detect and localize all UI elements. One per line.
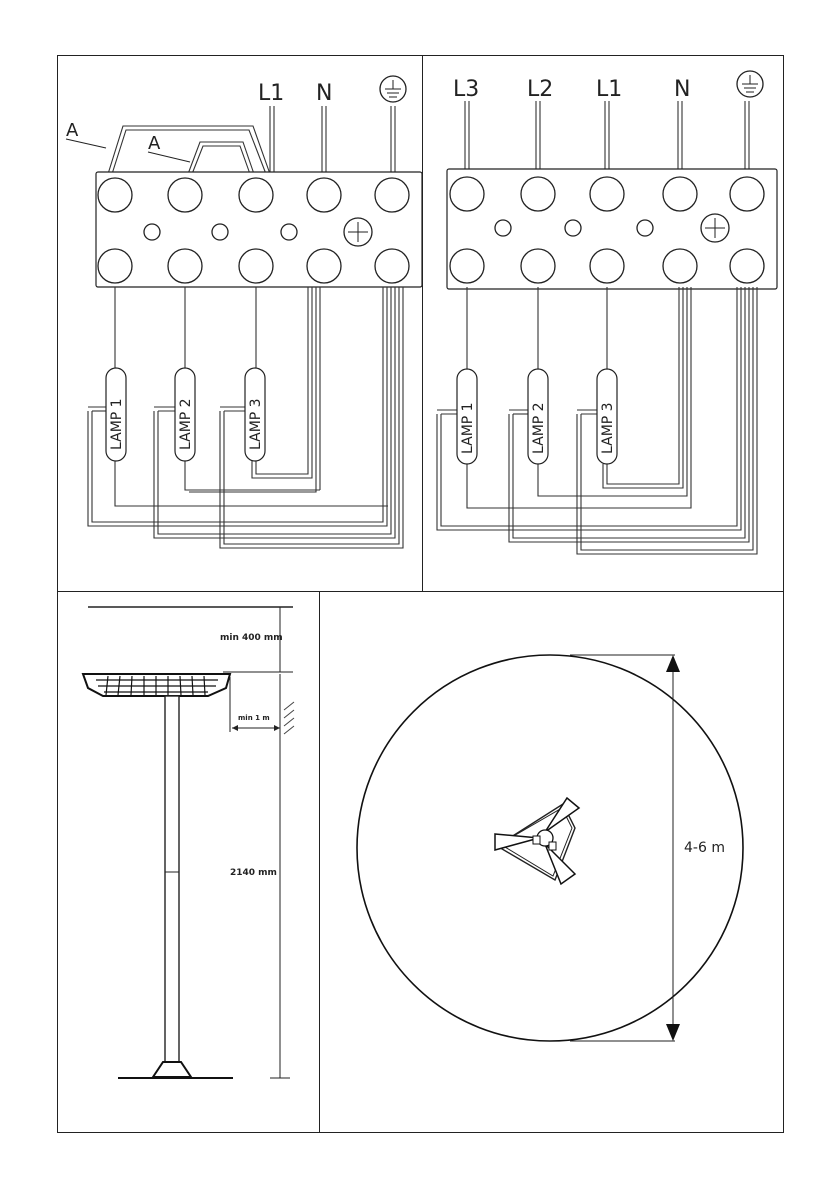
dimension-wall: min 1 m [229, 677, 295, 735]
svg-text:LAMP 1: LAMP 1 [109, 398, 125, 450]
dimension-diameter: 4-6 m [570, 654, 725, 1042]
earth-screw-icon [343, 217, 373, 247]
terminal-block [95, 171, 422, 288]
lamp-3: LAMP 3 [244, 367, 266, 462]
top-view-panel: 4-6 m [319, 591, 784, 1133]
label-L2: L2 [527, 77, 553, 102]
terminal-block [446, 168, 778, 290]
svg-text:LAMP 2: LAMP 2 [531, 402, 547, 454]
pole [118, 695, 233, 1079]
svg-text:LAMP 3: LAMP 3 [600, 402, 616, 454]
label-N: N [316, 81, 332, 106]
bridge-label-inner: A [148, 133, 161, 154]
svg-text:min 400 mm: min 400 mm [220, 633, 283, 643]
lamp-2: LAMP 2 [174, 367, 196, 462]
dimension-ceiling: min 400 mm [220, 607, 293, 673]
svg-text:LAMP 3: LAMP 3 [248, 398, 264, 450]
wiring-diagram-three-phase: L3 L2 L1 N [422, 55, 784, 592]
earth-icon [736, 70, 764, 98]
single-phase-svg: L1 N A A [65, 75, 422, 549]
supply-wires [464, 101, 750, 171]
heater-head [81, 673, 232, 697]
lamp-1: LAMP 1 [105, 367, 127, 462]
three-phase-svg: L3 L2 L1 N [436, 70, 778, 555]
bridge-pointer-inner [147, 151, 191, 163]
svg-text:LAMP 2: LAMP 2 [178, 398, 194, 450]
earth-icon [379, 75, 407, 103]
label-L3: L3 [453, 77, 479, 102]
svg-text:2140 mm: 2140 mm [230, 868, 277, 878]
bridge-label-outer: A [66, 120, 79, 141]
lamp-1: LAMP 1 [456, 368, 478, 465]
lamp-2: LAMP 2 [527, 368, 549, 465]
lamp-3: LAMP 3 [596, 368, 618, 465]
bridge-pointer-outer [65, 138, 107, 149]
supply-wires [107, 106, 396, 175]
lamp-wires [436, 287, 758, 555]
earth-screw-icon [700, 213, 730, 243]
label-N: N [674, 77, 690, 102]
label-L1: L1 [596, 77, 622, 102]
label-L1: L1 [258, 81, 284, 106]
dimension-height: 2140 mm [230, 674, 290, 1079]
svg-text:min 1 m: min 1 m [238, 714, 270, 722]
svg-text:4-6 m: 4-6 m [684, 840, 725, 856]
wiring-diagram-single-phase: L1 N A A [57, 55, 423, 592]
side-view-panel: min 400 mm min 1 m 2140 mm [57, 591, 320, 1133]
top-view-svg: 4-6 m [356, 654, 744, 1042]
side-view-svg: min 400 mm min 1 m 2140 mm [81, 606, 295, 1079]
lamp-wires [87, 287, 404, 549]
heater-top-view [494, 796, 581, 886]
svg-text:LAMP 1: LAMP 1 [460, 402, 476, 454]
